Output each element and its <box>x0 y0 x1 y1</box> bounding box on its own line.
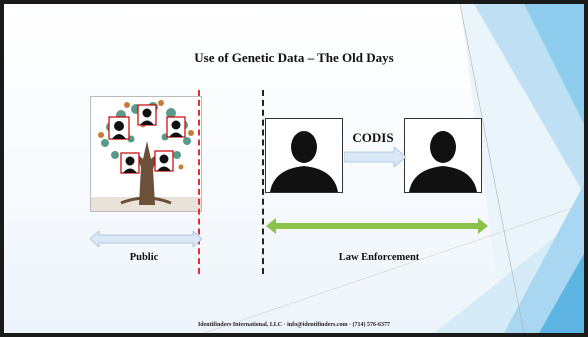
public-double-arrow-icon <box>90 231 202 247</box>
slide: Use of Genetic Data – The Old Days <box>4 4 584 333</box>
codis-right-arrow-icon <box>344 147 406 167</box>
person-silhouette-icon <box>409 131 477 192</box>
family-tree-icon <box>91 100 201 211</box>
family-tree-image <box>90 96 202 212</box>
slide-title: Use of Genetic Data – The Old Days <box>194 50 394 65</box>
law-enforcement-label: Law Enforcement <box>338 252 420 263</box>
footer-contact: Identifinders International, LLC · info@… <box>197 322 391 328</box>
law-enforcement-boundary-dashed-line <box>262 90 264 274</box>
law-enforcement-double-arrow-icon <box>266 218 488 234</box>
public-boundary-red-dashed-line <box>198 90 200 274</box>
public-label: Public <box>129 252 159 263</box>
person-silhouette-icon <box>270 131 338 192</box>
decorative-facets <box>203 4 584 333</box>
person-silhouette-left <box>265 118 343 193</box>
codis-label: CODIS <box>352 130 394 145</box>
person-silhouette-right <box>404 118 482 193</box>
